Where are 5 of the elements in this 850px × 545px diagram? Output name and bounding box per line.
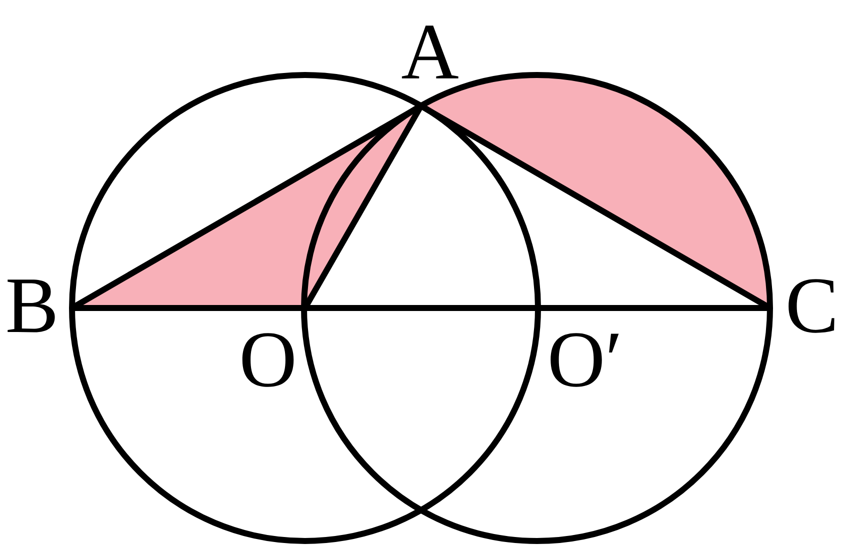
point-label: C — [788, 279, 834, 333]
point-label: A — [402, 26, 458, 78]
point-label: O′ — [550, 333, 619, 387]
point-label: O — [242, 333, 294, 387]
point-label: B — [8, 280, 55, 332]
